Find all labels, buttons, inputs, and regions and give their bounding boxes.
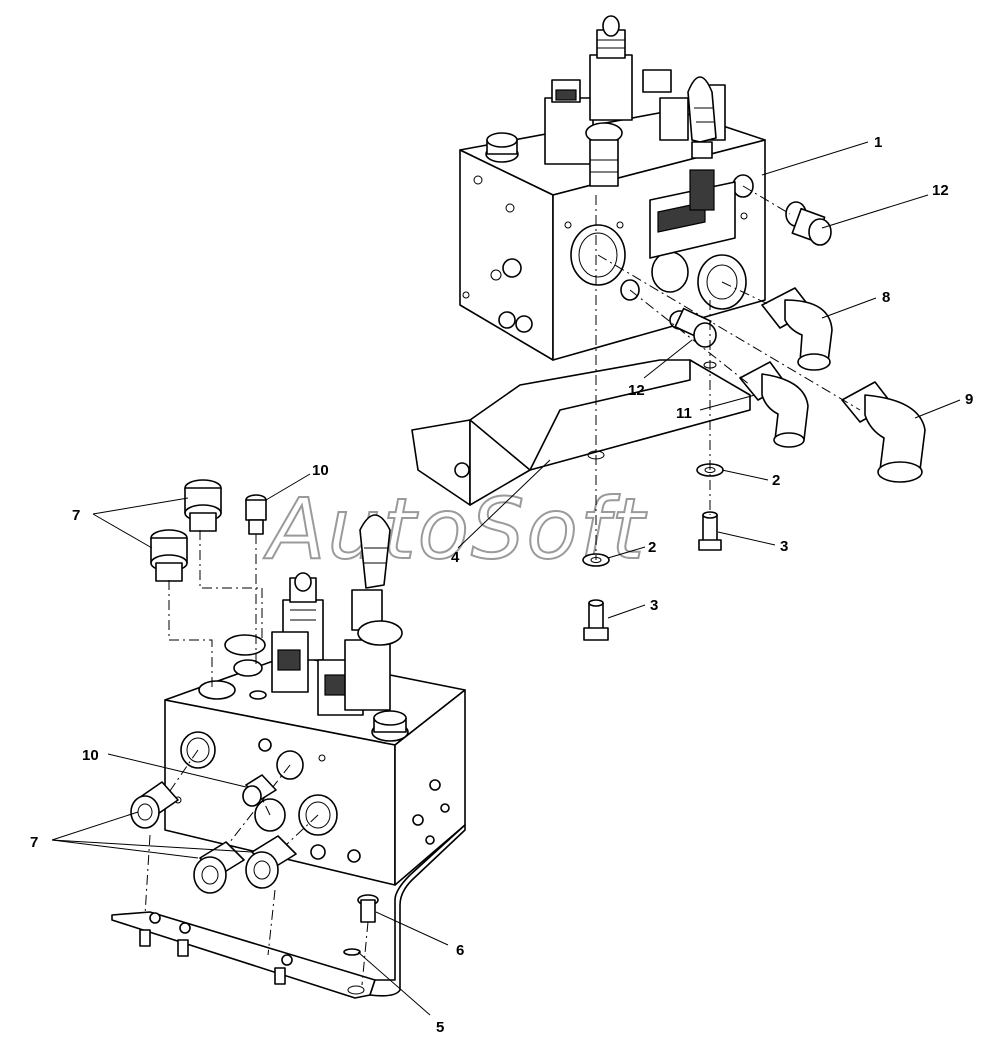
callout-7-upper: 7	[72, 507, 80, 524]
fitting-7-lower-c	[245, 835, 297, 889]
upper-bracket-4	[411, 359, 751, 506]
callout-2-right: 2	[772, 472, 780, 489]
callout-3-right: 3	[780, 538, 788, 555]
fitting-7-upper-b	[150, 529, 188, 582]
callout-4: 4	[451, 549, 460, 566]
fitting-10-lower	[242, 774, 277, 807]
callout-labels: 1 12 8 12 9 11 2 3 2 3 4 10 7 10 7 6 5	[30, 134, 973, 1036]
callout-1: 1	[874, 134, 882, 151]
callout-9: 9	[965, 391, 973, 408]
upper-valve-block	[459, 15, 766, 361]
bolt-3-center	[583, 599, 609, 641]
callout-2-center: 2	[648, 539, 656, 556]
fitting-7-lower-a	[130, 781, 179, 829]
bolt-6	[357, 894, 379, 986]
callout-12-upper: 12	[932, 182, 949, 199]
callout-3-center: 3	[650, 597, 658, 614]
callout-5: 5	[436, 1019, 444, 1036]
elbow-fitting-11	[739, 361, 809, 448]
watermark: AutoSoft	[263, 480, 647, 578]
callout-11: 11	[676, 405, 692, 422]
plug-12-upper	[785, 201, 832, 246]
callout-12-middle: 12	[628, 382, 645, 399]
callout-8: 8	[882, 289, 890, 306]
callout-7-lower: 7	[30, 834, 38, 851]
elbow-fitting-8	[761, 287, 833, 371]
washer-5	[343, 948, 361, 956]
callout-10-upper: 10	[312, 462, 329, 479]
elbow-fitting-9	[841, 381, 926, 483]
callout-10-lower: 10	[82, 747, 99, 764]
fitting-7-upper-a	[184, 479, 222, 532]
lower-bracket	[111, 824, 466, 999]
lower-valve-block	[164, 514, 466, 886]
fitting-10-upper	[245, 494, 267, 535]
leader-lines	[51, 141, 961, 1016]
bolt-3-right	[698, 511, 722, 551]
callout-6: 6	[456, 942, 464, 959]
